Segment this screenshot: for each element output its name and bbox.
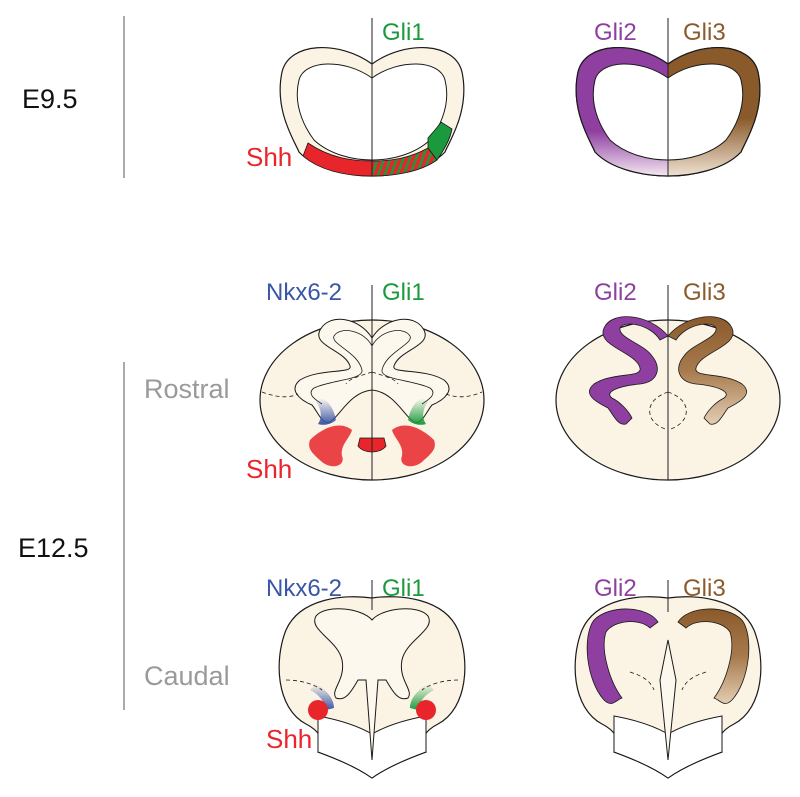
- gli1-domain: [408, 398, 428, 425]
- e125-caudal-gli2-gli3-section: Gli2 Gli3: [574, 575, 762, 779]
- gli3-label: Gli3: [683, 19, 726, 46]
- region-label-caudal: Caudal: [144, 661, 230, 691]
- gli1-label: Gli1: [382, 279, 425, 306]
- gli1-label: Gli1: [382, 575, 425, 602]
- nkx62-label: Nkx6-2: [266, 279, 342, 306]
- gli3-domain: [667, 316, 747, 425]
- e125-rostral-nkx-gli1-section: Nkx6-2 Gli1 Shh: [246, 279, 485, 484]
- region-label-rostral: Rostral: [144, 374, 230, 404]
- dashed-boundary: [649, 391, 687, 431]
- gli3-domain: [668, 47, 760, 176]
- shh-domain: [309, 425, 352, 467]
- dashed-boundary: [629, 671, 707, 691]
- e95-shh-gli1-section: Gli1 Shh: [246, 18, 465, 177]
- gli3-label: Gli3: [683, 575, 726, 602]
- nkx62-domain: [316, 398, 336, 425]
- shh-label: Shh: [266, 724, 312, 754]
- nkx62-domain: [310, 684, 334, 710]
- e125-caudal-nkx-gli1-section: Nkx6-2 Gli1 Shh: [266, 575, 466, 779]
- ventricle-outline: [659, 639, 677, 761]
- gli2-domain: [586, 608, 659, 704]
- gli2-label: Gli2: [594, 279, 637, 306]
- gli2-label: Gli2: [594, 575, 637, 602]
- ventricle-inner: [310, 330, 434, 405]
- gli1-label: Gli1: [382, 19, 425, 46]
- shh-label: Shh: [246, 142, 292, 172]
- gli3-label: Gli3: [683, 279, 726, 306]
- e125-rostral-gli2-gli3-section: Gli2 Gli3: [555, 279, 781, 481]
- shh-domain: [416, 700, 436, 720]
- gli1-domain: [427, 121, 453, 161]
- gli2-label: Gli2: [594, 19, 637, 46]
- gli3-domain: [677, 608, 750, 704]
- stage-label-e95: E9.5: [22, 84, 78, 114]
- shh-label: Shh: [246, 454, 292, 484]
- gli2-domain: [576, 47, 668, 176]
- shh-domain: [308, 700, 328, 720]
- dashed-boundary: [261, 371, 483, 398]
- e95-gli2-gli3-section: Gli2 Gli3: [575, 18, 761, 177]
- gli1-domain: [410, 684, 434, 710]
- ventricle-outline: [314, 608, 430, 761]
- gli2-domain: [589, 316, 669, 425]
- stage-label-e125: E12.5: [18, 533, 89, 563]
- nkx62-label: Nkx6-2: [266, 575, 342, 602]
- shh-domain: [392, 425, 435, 467]
